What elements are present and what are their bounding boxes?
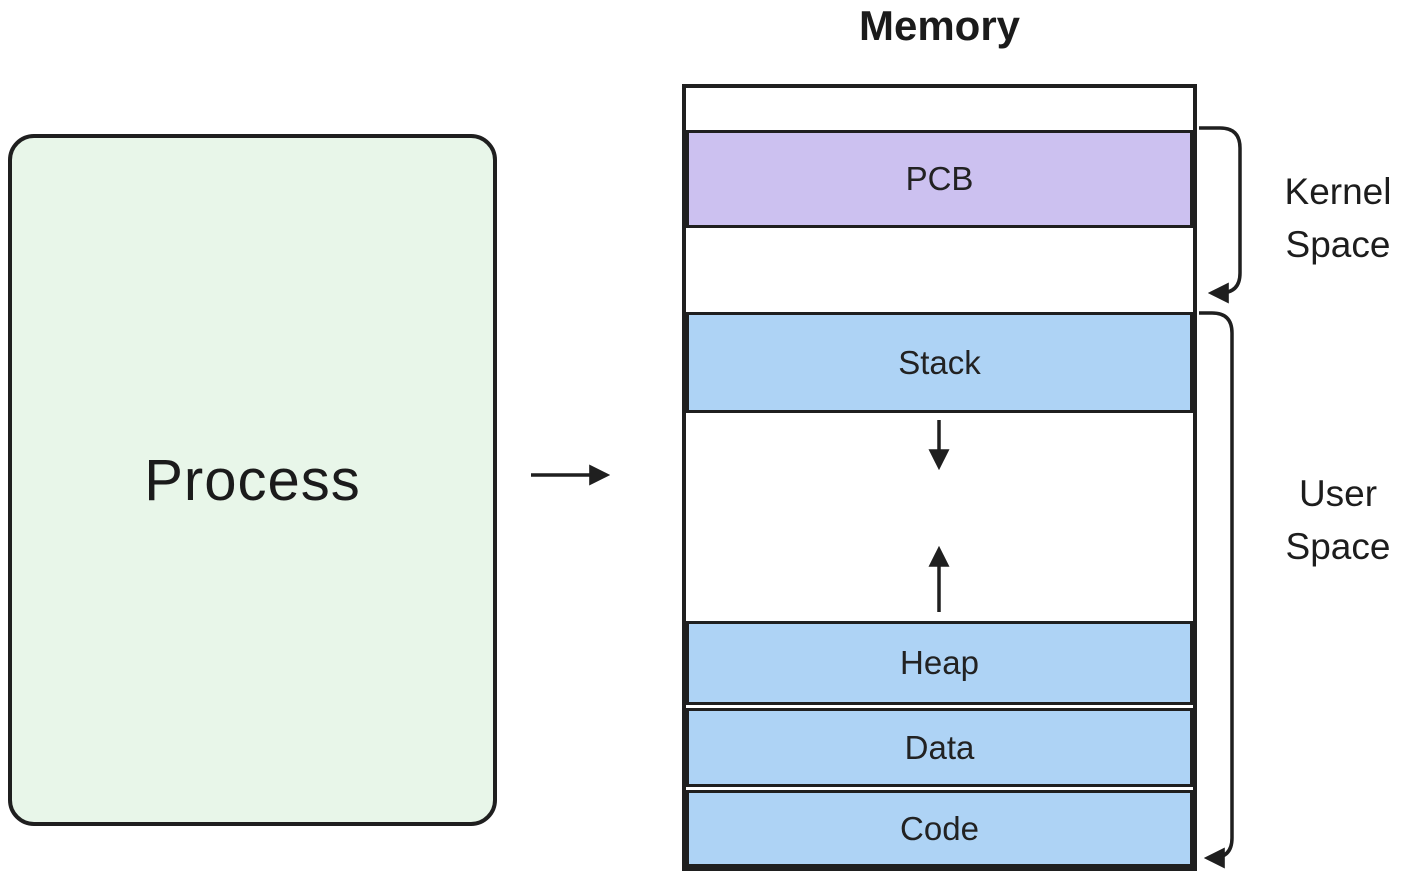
heap-label: Heap <box>900 644 979 681</box>
process-label: Process <box>144 447 361 513</box>
process-box: Process <box>8 134 497 826</box>
user-space-label: User Space <box>1285 473 1391 567</box>
stack-label: Stack <box>898 343 981 381</box>
memory-section-data: Data <box>686 708 1193 787</box>
memory-title: Memory <box>858 2 1021 49</box>
memory-box: PCB Stack Heap Data Code <box>682 84 1197 871</box>
memory-section-code: Code <box>686 790 1193 867</box>
memory-section-pcb: PCB <box>686 130 1193 228</box>
memory-section-heap: Heap <box>686 621 1193 705</box>
data-label: Data <box>904 728 975 766</box>
pcb-label: PCB <box>905 160 974 197</box>
user-space-bracket-arrow-icon <box>1199 311 1234 869</box>
memory-free-region-top <box>686 88 1193 130</box>
memory-growth-region <box>686 413 1193 621</box>
code-label: Code <box>900 809 979 847</box>
memory-section-stack: Stack <box>686 312 1193 413</box>
kernel-space-label: Kernel Space <box>1284 171 1392 265</box>
memory-free-region-kernel <box>686 228 1193 312</box>
kernel-space-bracket-arrow-icon <box>1199 126 1242 304</box>
